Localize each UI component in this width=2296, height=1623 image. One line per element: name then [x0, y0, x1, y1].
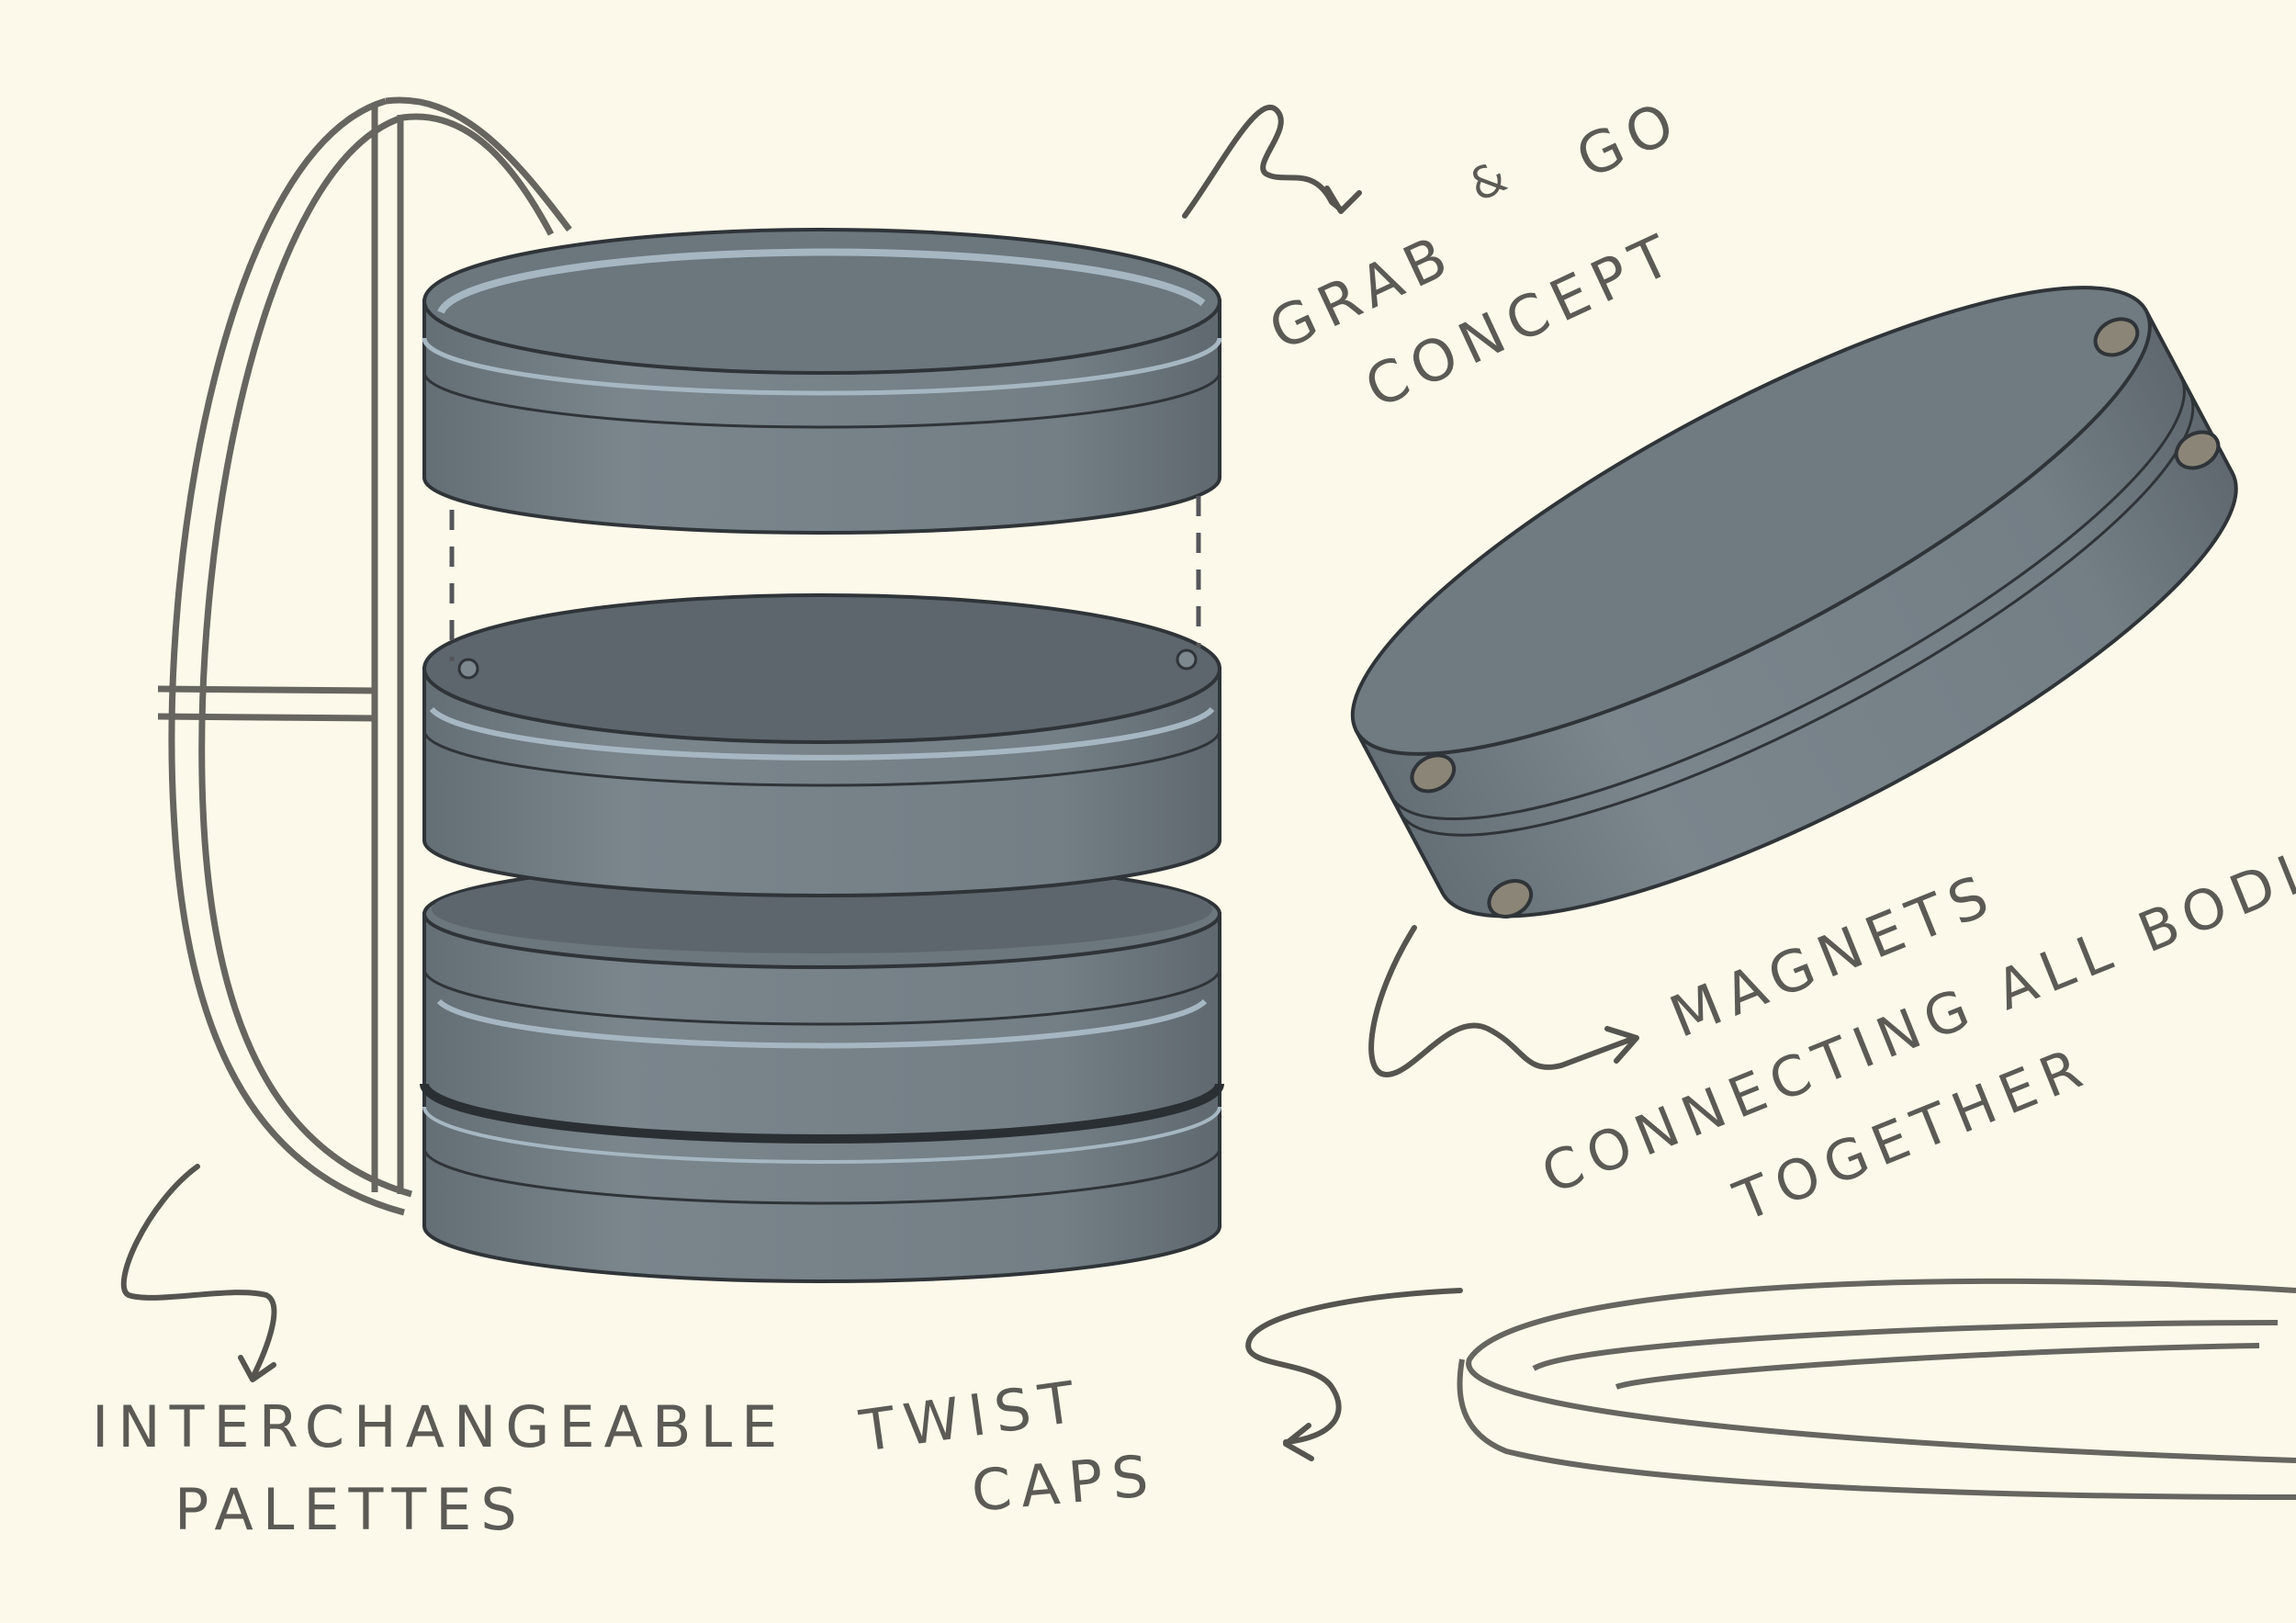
- twist-caps-label-line2: CAPS: [969, 1442, 1160, 1525]
- interchangeable-label-line1: INTERCHANGEABLE: [92, 1393, 786, 1460]
- magnet-icon: [457, 658, 479, 680]
- stack-top-cap: [422, 228, 1222, 535]
- grab-and-go-label-amp: &: [1461, 147, 1523, 212]
- arrow-icon: [1245, 1288, 1463, 1461]
- interchangeable-label-line2: PALETTES: [174, 1476, 526, 1543]
- arrow-icon: [120, 1164, 277, 1382]
- twist-cap-ring: [1457, 1278, 2296, 1500]
- dashed-guide-line: [449, 496, 1201, 661]
- magnet-icon: [1410, 317, 2221, 919]
- magnet-icon: [1176, 648, 1198, 671]
- arrow-icon: [1182, 105, 1362, 219]
- grab-and-go-label-go: GO: [1566, 85, 1692, 192]
- tilted-container: [1350, 286, 2238, 919]
- palette-frame: [157, 96, 572, 1216]
- arrow-icon: [1368, 925, 1639, 1077]
- stack-middle-body: [422, 593, 1221, 897]
- stack-bottom-body: [420, 859, 1224, 1283]
